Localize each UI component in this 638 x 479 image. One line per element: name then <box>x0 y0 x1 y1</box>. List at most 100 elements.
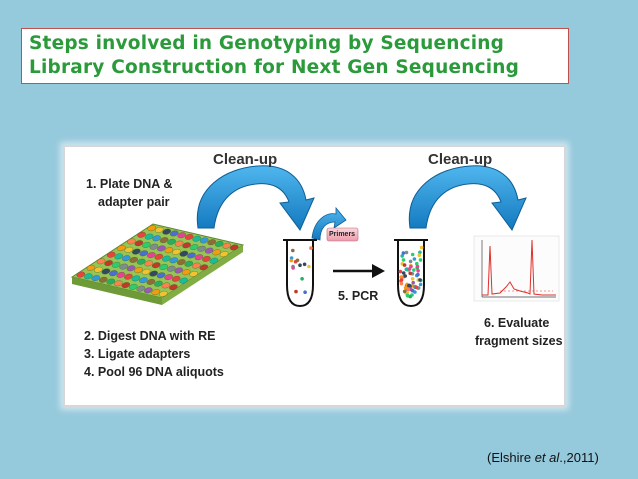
step1-label-line1: 1. Plate DNA & <box>86 177 173 191</box>
plate-well <box>212 249 221 256</box>
plate-well <box>156 272 166 279</box>
plate-well <box>171 275 181 282</box>
plate-well <box>181 269 191 276</box>
plate-well <box>177 232 186 239</box>
plate-well <box>94 266 103 273</box>
plate-well <box>161 282 171 289</box>
plate-well <box>159 237 169 244</box>
dna-fragment-dot <box>403 274 408 278</box>
plate-well <box>199 237 209 244</box>
plate-well <box>142 241 151 248</box>
plate-well <box>151 289 161 296</box>
plate-well <box>199 264 209 271</box>
plate-well <box>189 244 199 251</box>
dna-fragment-dot <box>418 278 422 282</box>
plate-well <box>84 273 93 280</box>
dna-fragment-dot <box>291 248 295 253</box>
plate-well <box>121 282 131 289</box>
step1-label-line2: adapter pair <box>98 195 170 209</box>
dna-fragment-dot <box>408 259 413 264</box>
citation-italic: et al <box>534 450 560 465</box>
dna-fragment-dot <box>411 280 416 285</box>
plate-well <box>136 258 146 265</box>
plate-well <box>204 247 214 254</box>
plate-well <box>164 247 174 254</box>
plate-well <box>144 260 153 267</box>
dna-fragment-dot <box>401 251 406 255</box>
plate-well <box>162 255 171 262</box>
tube-icon <box>394 239 428 308</box>
plate-well <box>149 243 159 250</box>
dna-fragment-dot <box>402 263 407 267</box>
dna-fragment-dot <box>410 288 415 293</box>
dna-fragment-dot <box>303 290 307 295</box>
dna-fragment-dot <box>412 268 416 272</box>
plate-well <box>209 257 219 264</box>
plate-well <box>154 226 164 233</box>
dna-fragment-dot <box>399 281 404 286</box>
dna-fragment-dot <box>401 258 406 262</box>
title-line-1: Steps involved in Genotyping by Sequenci… <box>29 33 505 54</box>
plate-well <box>182 242 191 249</box>
plate-well <box>132 248 141 255</box>
dna-fragment-dot <box>418 282 423 287</box>
plate-well <box>109 270 118 277</box>
plate-well <box>91 275 101 282</box>
plate-well <box>174 240 184 247</box>
plate-well <box>177 259 186 266</box>
dna-fragment-dot <box>294 289 298 294</box>
dna-fragment-dot <box>404 250 409 255</box>
plate-well <box>164 274 173 281</box>
curved-arrow-icon <box>196 165 315 231</box>
dna-fragment-dot <box>291 266 295 270</box>
plate-well <box>174 267 183 274</box>
dna-fragment-dot <box>407 267 412 271</box>
dna-fragment-dot <box>415 264 420 269</box>
plate-well <box>111 261 121 268</box>
step5-label: 5. PCR <box>338 289 379 303</box>
dna-fragment-dot <box>412 257 417 261</box>
dna-fragment-dot <box>417 253 422 257</box>
plate-well <box>147 225 156 232</box>
plate-icon <box>70 223 245 305</box>
dna-fragment-dot <box>406 287 411 292</box>
dna-fragment-dot <box>419 245 424 250</box>
dna-fragment-dot <box>295 258 300 263</box>
plate-well <box>154 280 163 287</box>
plate-well <box>141 268 151 275</box>
step6-label-line2: fragment sizes <box>475 334 563 348</box>
plate-well <box>159 290 168 297</box>
plate-well <box>117 245 126 252</box>
step4-label: 4. Pool 96 DNA aliquots <box>84 365 224 379</box>
plate-well <box>104 260 113 267</box>
step3-label: 3. Ligate adapters <box>84 347 191 361</box>
step2-label: 2. Digest DNA with RE <box>84 329 216 343</box>
citation-suffix: .,2011) <box>559 450 599 465</box>
dna-fragment-dot <box>398 269 403 274</box>
plate-well <box>222 242 231 249</box>
small-curved-arrow-icon <box>311 206 347 241</box>
plate-well <box>167 238 176 245</box>
tube-icon <box>283 239 317 308</box>
cleanup-label-right: Clean-up <box>428 151 493 168</box>
primers-box <box>326 227 359 242</box>
plate-well <box>194 254 204 261</box>
plate-well <box>184 233 194 240</box>
plate-well <box>126 265 136 272</box>
plate-well <box>202 255 211 262</box>
plate-well <box>169 257 179 264</box>
plate-well <box>129 256 138 263</box>
plate-well <box>169 284 178 291</box>
plate-well <box>214 240 224 247</box>
plate-well <box>124 246 134 253</box>
plate-well <box>157 245 166 252</box>
plate-well <box>124 273 133 280</box>
dna-fragment-dot <box>300 277 304 281</box>
plate-well <box>166 265 176 272</box>
plate-well <box>139 250 149 257</box>
plate-well <box>154 253 164 260</box>
dna-fragment-dot <box>405 293 410 298</box>
dna-fragment-dot <box>408 294 413 299</box>
plate-well <box>86 264 96 271</box>
